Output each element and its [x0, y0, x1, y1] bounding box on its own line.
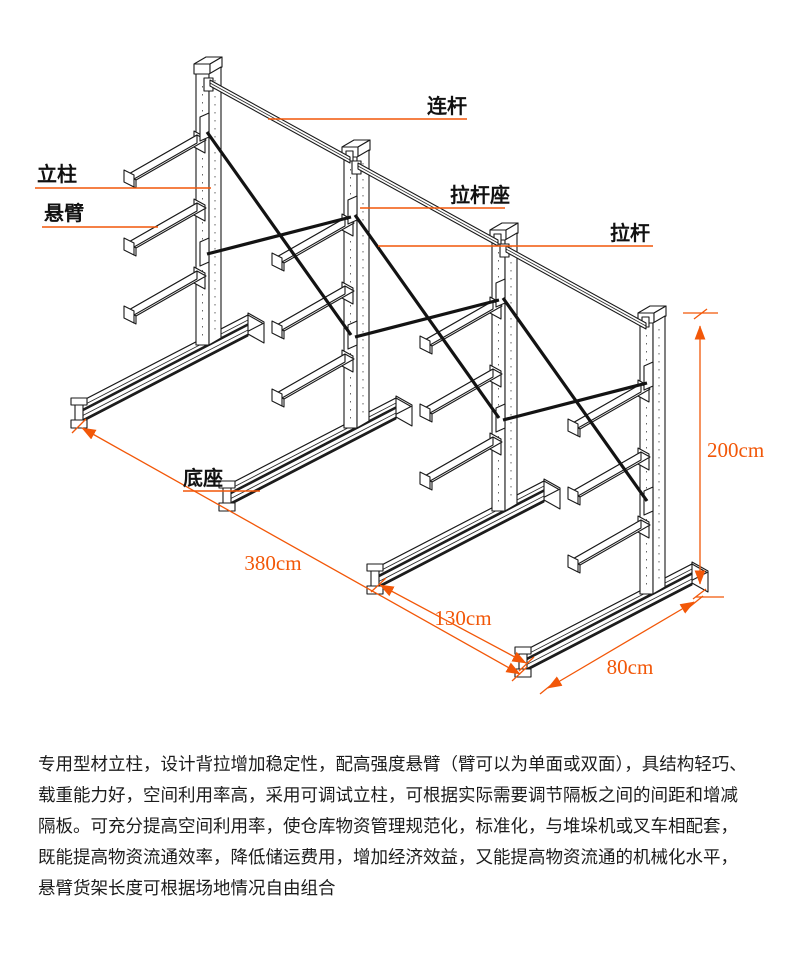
diagram-texts: 连杆 立柱 悬臂 拉杆座 拉杆 底座 200cm 380cm 130cm 80c… — [37, 94, 764, 679]
label-tie-rod-seat: 拉杆座 — [450, 183, 510, 207]
description-line-5: 悬臂货架长度可根据场地情况自由组合 — [38, 879, 336, 899]
dim-text-height: 200cm — [707, 438, 764, 462]
cantilever-rack-diagram: 连杆 立柱 悬臂 拉杆座 拉杆 底座 200cm 380cm 130cm 80c… — [35, 56, 764, 695]
label-connecting-rod: 连杆 — [427, 94, 467, 118]
label-base: 底座 — [183, 466, 223, 490]
rack-line-drawing — [70, 56, 709, 678]
dim-tick — [518, 656, 535, 672]
description-line-2: 载重能力好，空间利用率高，采用可调试立柱，可根据实际需要调节隔板之间的间距和增减 — [38, 786, 738, 806]
dim-line-column-spacing — [379, 584, 527, 664]
description-line-4: 既能提高物资流通效率，降低储运费用，增加经济效益，又能提高物资流通的机械化水平， — [38, 848, 738, 868]
description-line-1: 专用型材立柱，设计背拉增加稳定性，配高强度悬臂（臂可以为单面或双面），具结构轻巧… — [38, 755, 747, 775]
label-tie-rod: 拉杆 — [610, 221, 650, 245]
dim-tick — [370, 577, 387, 593]
dim-text-total-length: 380cm — [244, 551, 301, 575]
dim-tick — [686, 595, 704, 610]
dimension-lines — [71, 308, 724, 695]
dim-text-base-depth: 80cm — [607, 655, 654, 679]
label-cantilever-arm: 悬臂 — [44, 201, 84, 225]
description-line-3: 隔板。可充分提高空间利用率，使仓库物资管理规范化，标准化，与堆垛机或叉车相配套， — [38, 817, 738, 837]
dim-tick — [539, 680, 557, 695]
dim-line-base-depth — [547, 601, 695, 689]
dim-tick — [692, 588, 707, 600]
label-column: 立柱 — [37, 162, 77, 186]
dim-tick — [693, 308, 708, 320]
dim-tick — [511, 666, 528, 682]
product-description: 专用型材立柱，设计背拉增加稳定性，配高强度悬臂（臂可以为单面或双面），具结构轻巧… — [38, 750, 778, 905]
dim-tick — [71, 418, 87, 434]
dim-text-column-spacing: 130cm — [434, 606, 491, 630]
